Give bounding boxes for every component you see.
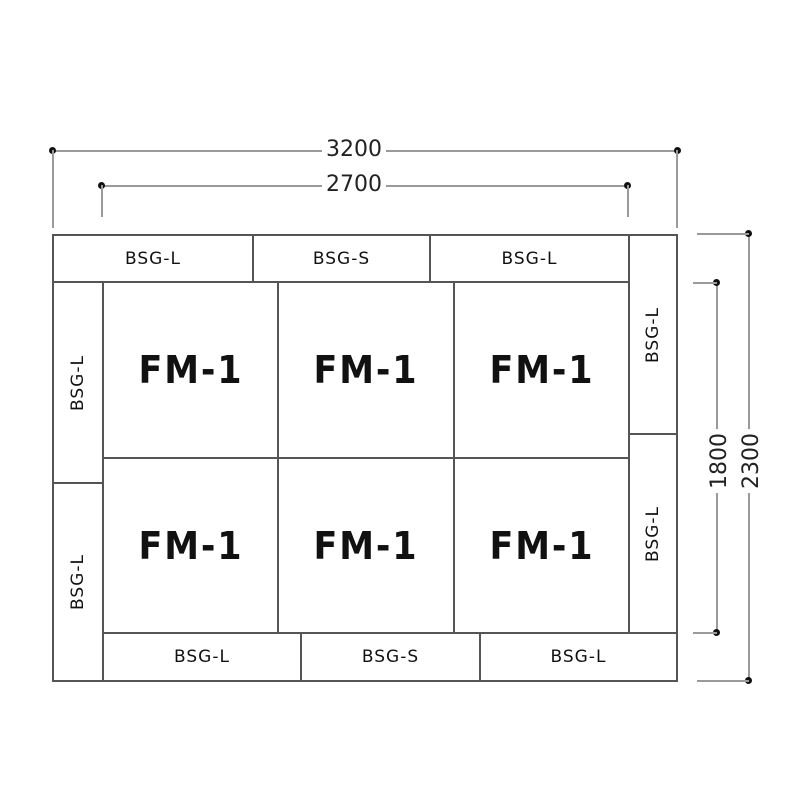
dimension-label-1800: 1800 [707, 429, 732, 493]
extension-line [697, 233, 749, 235]
panel-label: BSG-L [643, 506, 663, 562]
panel-center-r2c3: FM-1 [453, 457, 630, 634]
panel-left-1: BSG-L [52, 281, 104, 484]
panel-top-2: BSG-S [252, 234, 431, 283]
panel-center-r2c2: FM-1 [277, 457, 455, 634]
extension-line [627, 185, 629, 217]
panel-center-r2c1: FM-1 [102, 457, 279, 634]
dimension-label-2700: 2700 [322, 174, 386, 196]
panel-label: FM-1 [489, 348, 594, 392]
dimension-label-3200: 3200 [322, 139, 386, 161]
extension-line [101, 185, 103, 217]
panel-center-r1c3: FM-1 [453, 281, 630, 459]
panel-label: FM-1 [489, 523, 594, 568]
dimension-label-2300: 2300 [739, 429, 764, 493]
extension-line [676, 150, 678, 228]
extension-line [52, 150, 54, 228]
panel-top-3: BSG-L [429, 234, 630, 283]
panel-top-1: BSG-L [52, 234, 254, 283]
panel-label: BSG-L [125, 248, 181, 269]
panel-bottom-3: BSG-L [479, 632, 678, 682]
extension-line [693, 632, 717, 634]
panel-label: FM-1 [138, 348, 243, 392]
panel-center-r1c2: FM-1 [277, 281, 455, 459]
panel-right-1: BSG-L [628, 234, 678, 435]
panel-label: BSG-S [312, 248, 371, 269]
panel-label: FM-1 [138, 523, 243, 568]
extension-line [697, 680, 749, 682]
panel-left-2: BSG-L [52, 482, 104, 682]
panel-label: BSG-L [68, 554, 88, 610]
panel-label: BSG-L [550, 647, 607, 667]
panel-label: BSG-L [174, 647, 230, 667]
panel-label: BSG-L [643, 306, 663, 363]
panel-label: BSG-S [361, 647, 420, 667]
panel-label: FM-1 [313, 348, 419, 392]
panel-center-r1c1: FM-1 [102, 281, 279, 459]
panel-right-2: BSG-L [628, 433, 678, 635]
panel-label: FM-1 [313, 523, 419, 568]
panel-bottom-2: BSG-S [300, 632, 481, 682]
panel-label: BSG-L [501, 248, 558, 269]
extension-line [693, 282, 717, 284]
panel-bottom-1: BSG-L [102, 632, 302, 682]
panel-label: BSG-L [68, 354, 88, 411]
